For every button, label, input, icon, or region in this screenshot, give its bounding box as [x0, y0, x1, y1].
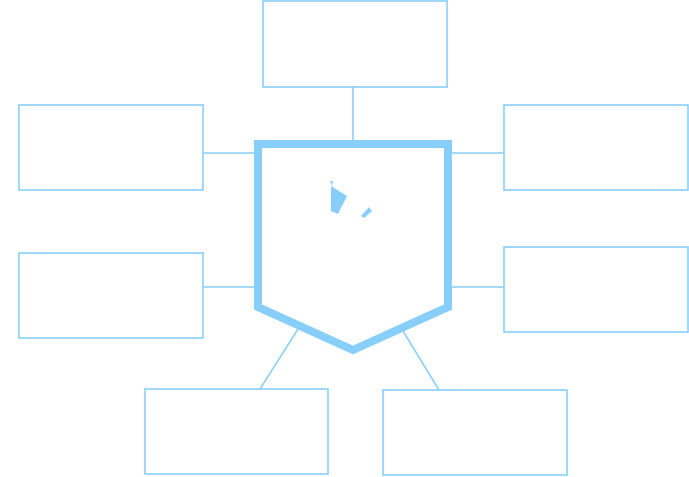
box-top	[262, 0, 448, 88]
box-bottom-left	[144, 388, 329, 475]
connector-bottom-right	[402, 330, 440, 391]
box-upper-right	[503, 104, 689, 191]
abstract-mark-icon	[330, 181, 372, 218]
box-lower-left	[18, 252, 204, 339]
box-upper-left	[18, 104, 204, 191]
box-lower-right	[503, 246, 689, 333]
center-shield	[254, 140, 452, 355]
connector-group	[203, 87, 504, 391]
box-bottom-right	[382, 389, 568, 476]
connector-bottom-left	[259, 328, 299, 390]
box-group	[18, 0, 689, 476]
